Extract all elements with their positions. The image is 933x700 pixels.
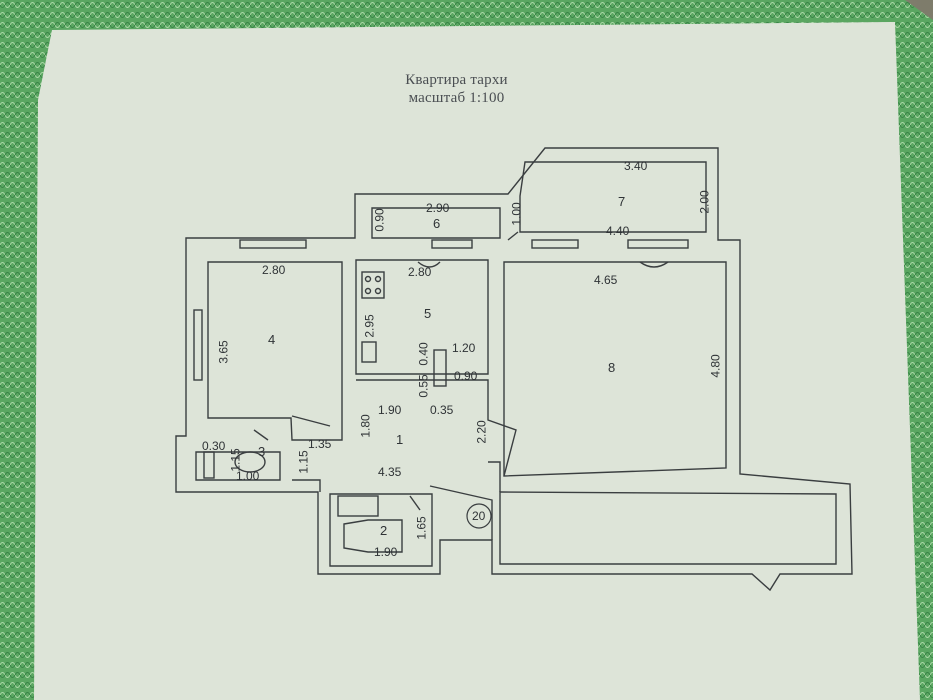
dim-r1-c: 2.20 bbox=[474, 420, 489, 444]
dim-r6-top: 2.90 bbox=[426, 201, 450, 215]
dim-r3-d: 1.35 bbox=[308, 437, 332, 451]
dim-r3-c: 1.00 bbox=[236, 469, 260, 483]
dim-r5-top: 2.80 bbox=[408, 265, 432, 279]
dim-r8-top: 4.65 bbox=[594, 273, 618, 287]
room-number-8: 8 bbox=[608, 360, 616, 375]
dim-r5-d: 0.55 bbox=[416, 374, 431, 398]
dim-r5-a: 0.40 bbox=[416, 342, 431, 366]
dim-r4-top: 2.80 bbox=[262, 263, 286, 277]
dim-r6-left: 0.90 bbox=[372, 208, 387, 232]
dim-r6-diag: 1.00 bbox=[509, 202, 524, 226]
dim-r5-b: 1.20 bbox=[452, 341, 476, 355]
room-number-6: 6 bbox=[433, 216, 441, 231]
room-number-4: 4 bbox=[268, 332, 276, 347]
dim-r7-side: 2.00 bbox=[697, 190, 712, 214]
room-number-7: 7 bbox=[618, 194, 626, 209]
room-number-3: 3 bbox=[258, 444, 266, 459]
dim-r2-bottom: 1.90 bbox=[374, 545, 398, 559]
plan-scale: масштаб 1:100 bbox=[408, 90, 505, 106]
dim-r1-b: 1.80 bbox=[358, 414, 373, 438]
dim-r1-bottom: 4.35 bbox=[378, 465, 402, 479]
walls bbox=[175, 147, 853, 592]
dim-r8-side: 4.80 bbox=[708, 354, 723, 378]
room-number-5: 5 bbox=[424, 306, 432, 321]
dim-r7-top: 3.40 bbox=[624, 159, 648, 173]
dim-r5-e: 0.35 bbox=[430, 403, 454, 417]
stamp-number: 20 bbox=[472, 509, 486, 523]
room-number-2: 2 bbox=[380, 523, 388, 538]
dim-r4-side: 3.65 bbox=[216, 340, 231, 364]
dim-r2-side: 1.65 bbox=[414, 516, 429, 540]
dim-r3-a: 0.30 bbox=[202, 439, 226, 453]
dim-r5-side: 2.95 bbox=[362, 314, 377, 338]
room-number-1: 1 bbox=[396, 432, 404, 447]
dim-r1-a: 1.90 bbox=[378, 403, 402, 417]
dim-r7-bottom: 4.40 bbox=[606, 224, 630, 238]
stamp-circle bbox=[466, 503, 492, 529]
dim-r3-e: 1.15 bbox=[296, 450, 311, 474]
plan-title: Квартира тархи bbox=[405, 72, 508, 88]
paper-inner bbox=[34, 22, 920, 700]
dim-r5-c: 0.90 bbox=[454, 369, 478, 383]
